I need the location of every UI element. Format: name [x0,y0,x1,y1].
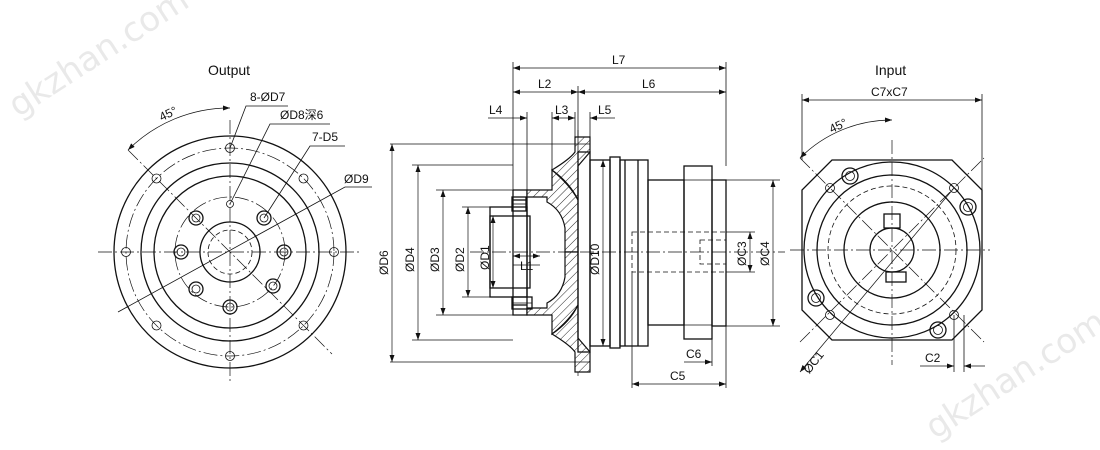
label-d6: ØD6 [377,250,391,275]
label-d7: 8-ØD7 [250,90,286,104]
label-c2: C2 [925,351,941,365]
label-l4: L4 [489,103,503,117]
label-d5: 7-D5 [312,130,338,144]
input-title: Input [875,62,906,78]
label-l6: L6 [642,77,656,91]
label-l2: L2 [538,77,552,91]
label-d10: ØD10 [588,243,602,275]
label-c6: C6 [686,347,702,361]
side-view: ØD6 ØD4 ØD3 ØD2 ØD1 ØD10 ØC3 ØC4 [377,53,785,388]
label-l3: L3 [555,103,569,117]
label-l7: L7 [612,53,626,67]
output-angle-label: 45° [157,103,180,123]
label-c4: ØC4 [758,241,772,266]
label-c5: C5 [670,369,686,383]
label-l1: L1 [520,259,534,273]
label-d1: ØD1 [478,245,492,270]
input-view: Input C7xC7 45° [790,62,990,376]
input-angle-label: 45° [827,115,850,135]
label-c3: ØC3 [735,241,749,266]
length-dimensions: L7 L2 L6 L4 L3 L5 C6 C5 [488,53,727,388]
label-d9: ØD9 [344,172,369,186]
label-d3: ØD3 [428,247,442,272]
label-c7: C7xC7 [871,85,908,99]
output-outer-holes [121,143,339,361]
label-l5: L5 [598,103,612,117]
label-c1: ØC1 [800,348,826,376]
label-d4: ØD4 [403,247,417,272]
output-view: Output [98,62,372,384]
output-inner-holes [173,200,292,315]
label-d8: ØD8深6 [280,108,324,122]
label-d2: ØD2 [453,247,467,272]
diameter-dimensions: ØD6 ØD4 ØD3 ØD2 ØD1 ØD10 ØC3 ØC4 [377,143,780,363]
output-title: Output [208,62,250,78]
watermark-bottom-right: gkzhan.com [918,302,1100,448]
